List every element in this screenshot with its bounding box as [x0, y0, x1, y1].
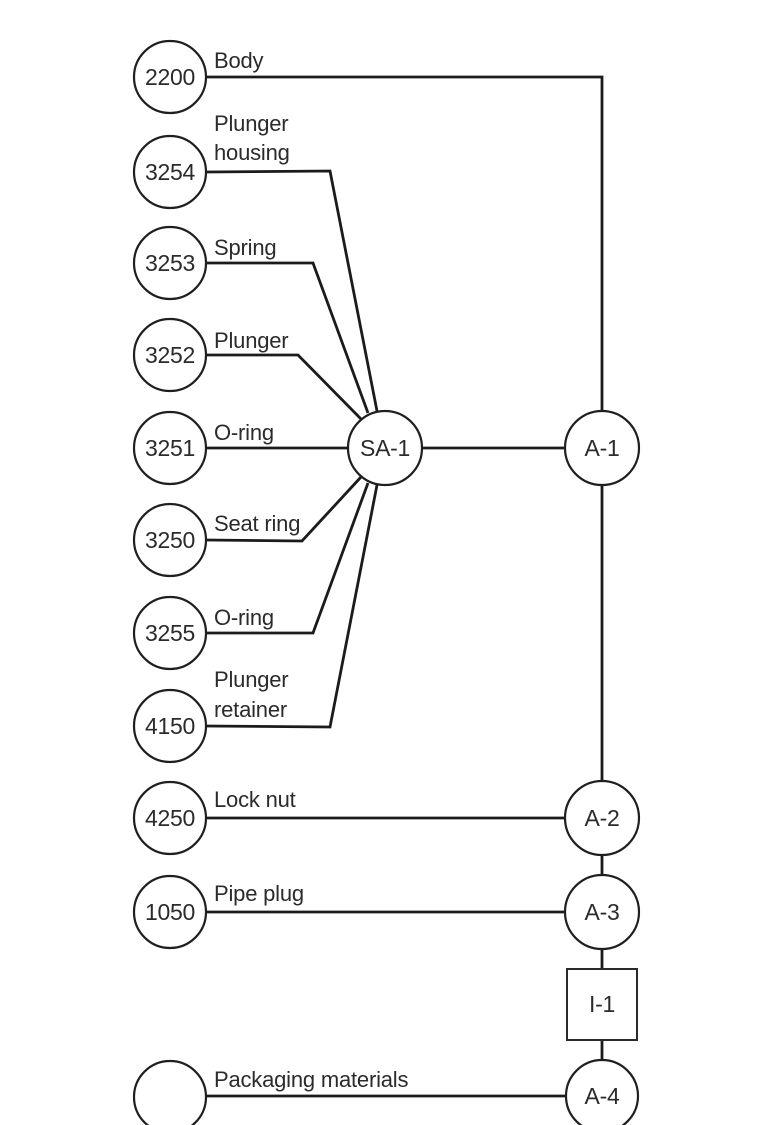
op-id-a4: A-4 [585, 1083, 620, 1109]
part-number-3252: 3252 [145, 342, 195, 368]
op-node-a4: A-4 [564, 1058, 640, 1125]
op-id-sa1: SA-1 [360, 435, 410, 461]
part-circle-3255 [132, 595, 208, 671]
part-label-body: Body [214, 48, 264, 73]
part-label-packaging-materials: Packaging materials [214, 1067, 408, 1092]
op-node-a3: A-3 [563, 873, 641, 951]
edge-seat-ring-to-sa1 [205, 476, 363, 543]
op-circle-a1 [563, 409, 641, 487]
part-node-3250: 3250 Seat ring [132, 502, 300, 578]
part-label-plunger-retainer-line2: retainer [214, 697, 287, 722]
inspection-square-i1 [566, 968, 638, 1041]
part-number-4250: 4250 [145, 805, 195, 831]
part-label-plunger-housing-line1: Plunger [214, 111, 288, 136]
part-label-lock-nut: Lock nut [214, 787, 296, 812]
op-id-a3: A-3 [585, 899, 620, 925]
part-circle-3252 [132, 317, 208, 393]
op-id-a1: A-1 [585, 435, 620, 461]
part-circle-4250 [132, 780, 208, 856]
edge-plunger-retainer-to-sa1 [205, 484, 379, 729]
part-label-plunger: Plunger [214, 328, 288, 353]
part-node-3255: 3255 O-ring [132, 595, 274, 671]
part-number-3254: 3254 [145, 159, 195, 185]
edge-plunger-to-sa1 [206, 353, 362, 420]
op-node-a1: A-1 [563, 409, 641, 487]
inspection-id-i1: I-1 [589, 991, 615, 1017]
edges [205, 75, 604, 1098]
edge-spring-to-sa1 [206, 261, 370, 414]
part-circle-3253 [132, 225, 208, 301]
part-number-1050: 1050 [145, 899, 195, 925]
part-number-3255: 3255 [145, 620, 195, 646]
inspection-node-i1: I-1 [566, 968, 638, 1041]
part-number-4150: 4150 [145, 713, 195, 739]
part-label-oring-2: O-ring [214, 605, 274, 630]
part-circle-packaging [132, 1059, 208, 1125]
op-circle-sa1 [346, 409, 424, 487]
part-label-pipe-plug: Pipe plug [214, 881, 304, 906]
part-circle-3250 [132, 502, 208, 578]
part-node-packaging-materials: Packaging materials [132, 1059, 409, 1125]
op-circle-a2 [563, 779, 641, 857]
edge-body-to-a1 [206, 75, 604, 411]
part-node-1050: 1050 Pipe plug [132, 874, 304, 950]
part-label-oring-1: O-ring [214, 420, 274, 445]
part-node-3252: 3252 Plunger [132, 317, 289, 393]
part-label-spring: Spring [214, 235, 276, 260]
op-id-a2: A-2 [585, 805, 620, 831]
part-node-4150: 4150 Plunger retainer [132, 667, 289, 764]
part-label-plunger-housing-line2: housing [214, 140, 290, 165]
part-label-plunger-retainer-line1: Plunger [214, 667, 288, 692]
part-number-2200: 2200 [145, 64, 195, 90]
part-number-3250: 3250 [145, 527, 195, 553]
part-circle-3251 [132, 410, 208, 486]
part-node-2200: 2200 Body [132, 39, 264, 115]
op-circle-a4 [564, 1058, 640, 1125]
op-node-a2: A-2 [563, 779, 641, 857]
part-node-3253: 3253 Spring [132, 225, 277, 301]
op-circle-a3 [563, 873, 641, 951]
edge-oring2-to-sa1 [206, 482, 370, 635]
part-circle-1050 [132, 874, 208, 950]
part-node-4250: 4250 Lock nut [132, 780, 296, 856]
edge-plunger-housing-to-sa1 [205, 169, 379, 412]
part-node-3254: 3254 Plunger housing [132, 111, 290, 210]
part-circle-3254 [132, 134, 208, 210]
part-label-seat-ring: Seat ring [214, 511, 300, 536]
part-node-3251: 3251 O-ring [132, 410, 274, 486]
part-circle-4150 [132, 688, 208, 764]
part-number-3253: 3253 [145, 250, 195, 276]
op-node-sa1: SA-1 [346, 409, 424, 487]
part-number-3251: 3251 [145, 435, 195, 461]
part-circle-2200 [132, 39, 208, 115]
